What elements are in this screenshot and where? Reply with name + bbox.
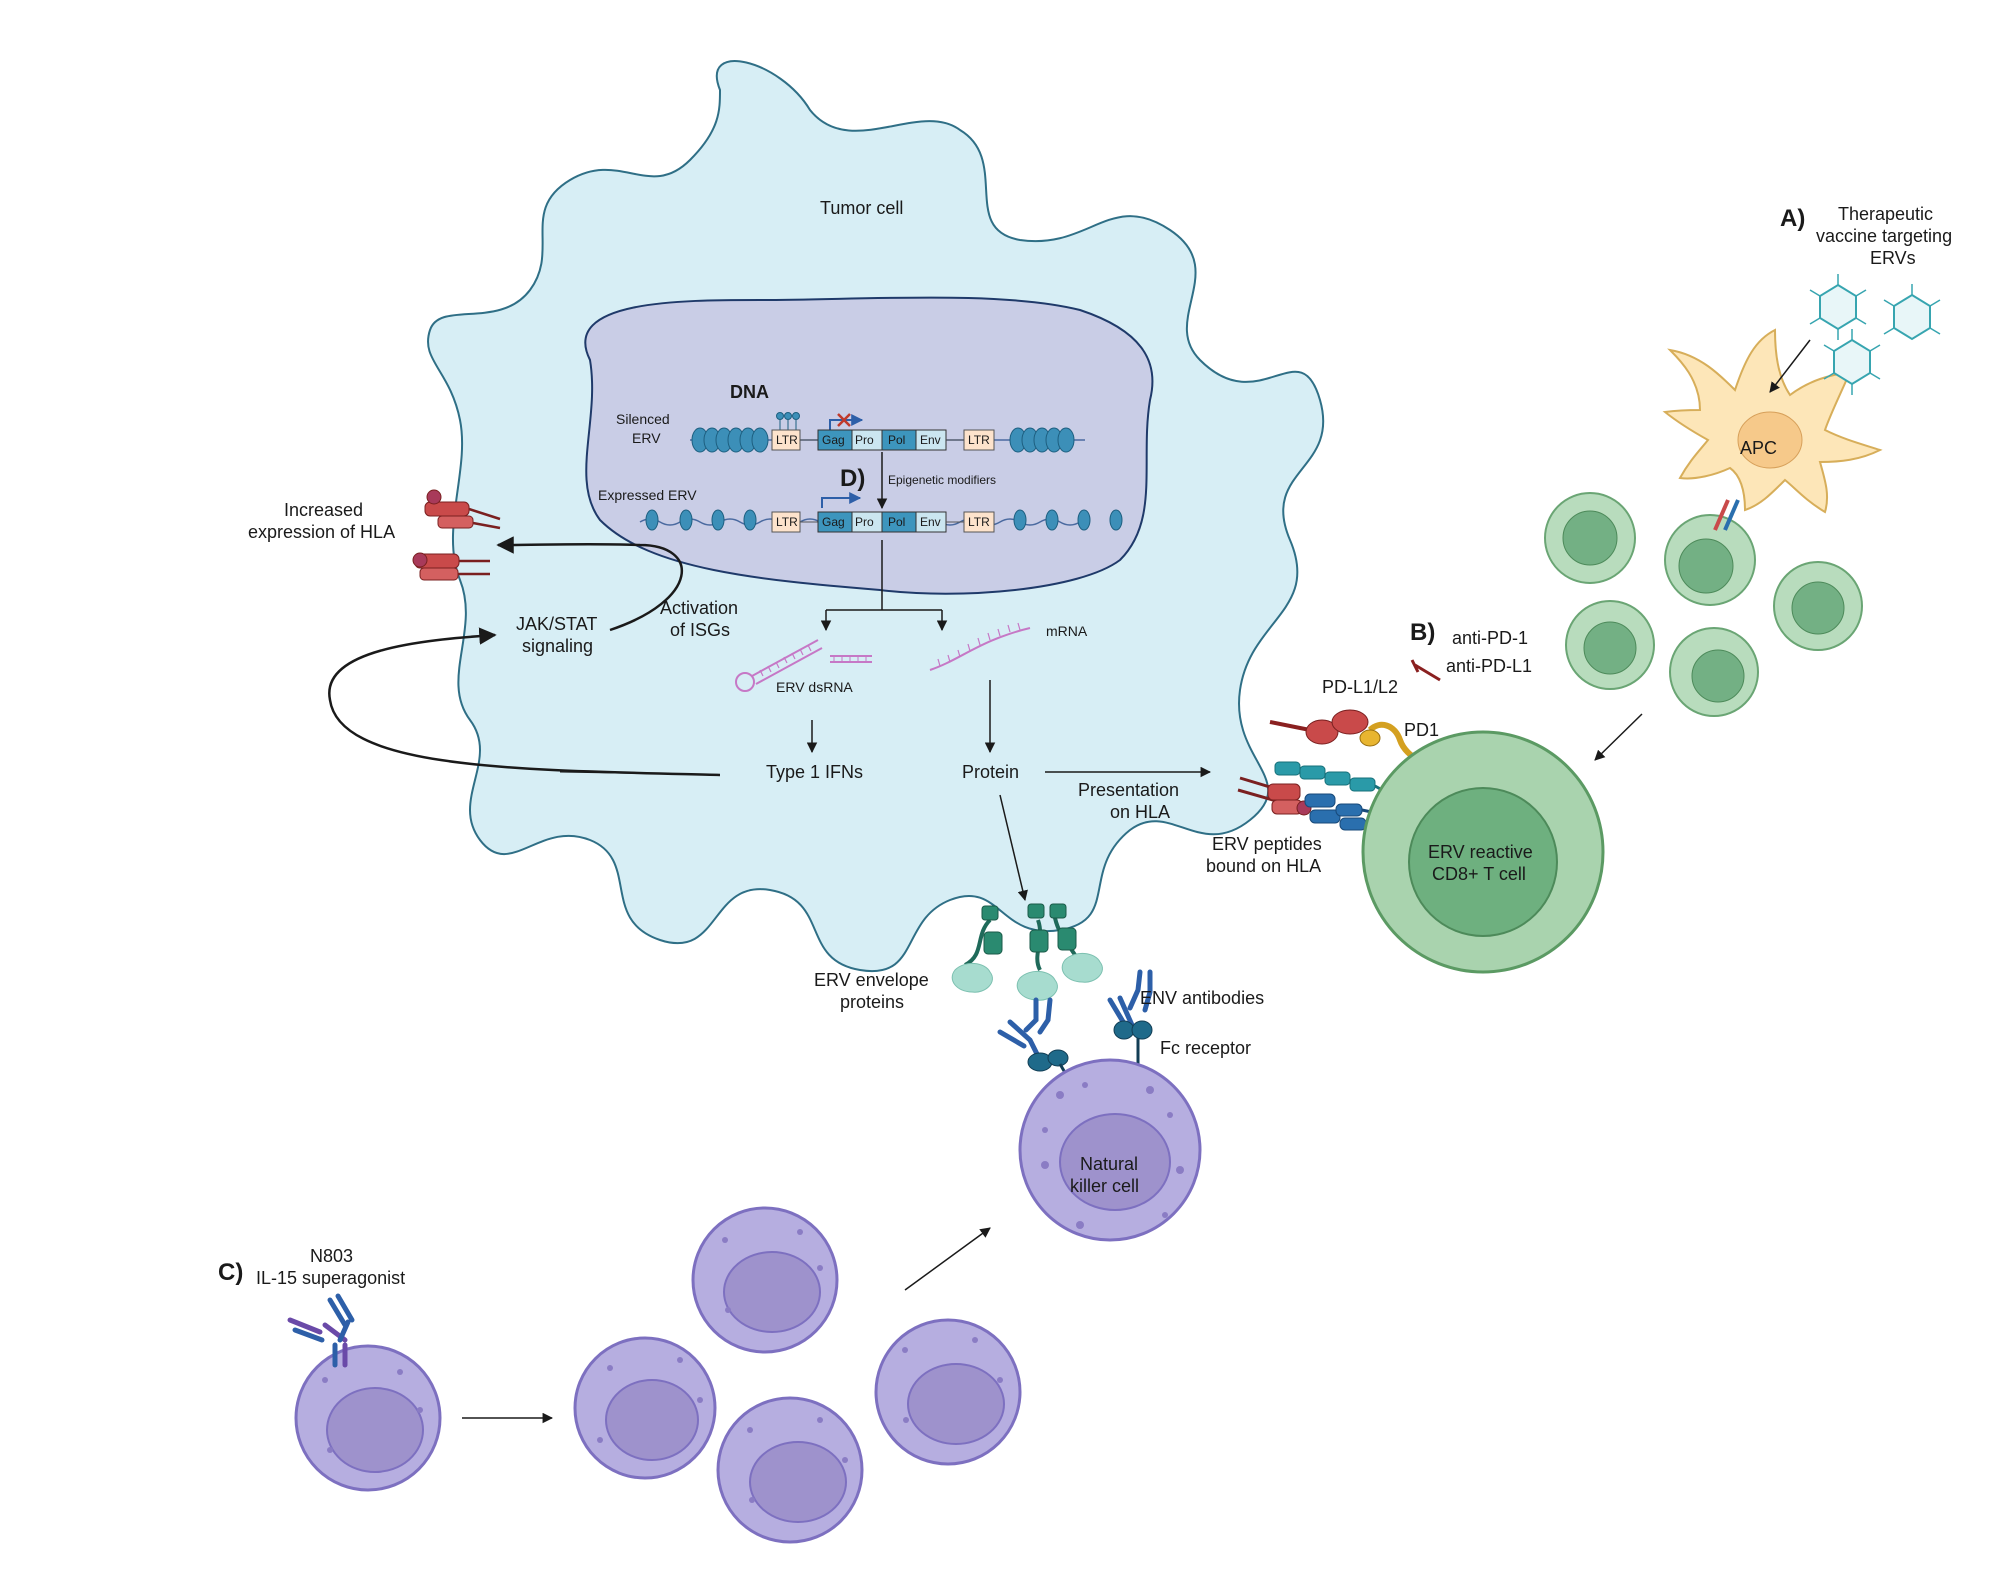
erv-peptides-label-2: bound on HLA (1206, 856, 1321, 876)
jak-stat-label-1: JAK/STAT (516, 614, 597, 634)
presentation-label-1: Presentation (1078, 780, 1179, 800)
jak-stat-label-2: signaling (522, 636, 593, 656)
nk-expansion-arrow-2 (904, 1227, 991, 1291)
nk-label-2: killer cell (1070, 1176, 1139, 1196)
increased-hla-label-1: Increased (284, 500, 363, 520)
presentation-label-2: on HLA (1110, 802, 1170, 822)
n803-superagonist-icon (287, 1293, 355, 1368)
pol-silenced: Pol (888, 433, 905, 447)
silenced-gene-segments (771, 429, 995, 451)
mrna-label: mRNA (1046, 623, 1088, 639)
expressed-erv-label: Expressed ERV (598, 487, 697, 503)
panel-d-letter: D) (840, 465, 865, 492)
expressed-gene-segments (771, 511, 995, 533)
increased-hla-label-2: expression of HLA (248, 522, 395, 542)
vaccine-spikes-icon (1809, 274, 1941, 395)
nk-cell-progenitor (294, 1344, 442, 1492)
pro-silenced: Pro (855, 433, 874, 447)
apc-cell (1662, 328, 1883, 531)
vaccine-label-1: Therapeutic (1838, 204, 1933, 224)
pd-l1-molecule (1269, 709, 1369, 745)
expressed-erv-dna (639, 492, 1123, 531)
envelope-antigen-blobs (951, 953, 1103, 1001)
env-silenced: Env (920, 433, 941, 447)
vaccine-particles-icon (1819, 283, 1931, 386)
natural-killer-cell (1018, 1058, 1202, 1242)
ltr-left-silenced: LTR (776, 433, 798, 447)
protein-label: Protein (962, 762, 1019, 782)
gag-expressed: Gag (822, 515, 845, 529)
panel-b-letter: B) (1410, 619, 1435, 646)
ltr-right-expressed: LTR (968, 515, 990, 529)
vaccine-label-2: vaccine targeting (1816, 226, 1952, 246)
vaccine-to-apc-arrow (1769, 339, 1811, 393)
dna-label: DNA (730, 382, 769, 402)
silenced-erv-label-2: ERV (632, 430, 661, 446)
anti-pdl1-label: anti-PD-L1 (1446, 656, 1532, 676)
pd1-label: PD1 (1404, 720, 1439, 740)
erv-envelope-label-2: proteins (840, 992, 904, 1012)
silenced-erv-dna (690, 412, 1085, 453)
protein-to-envelope-arrow (999, 794, 1028, 902)
tumor-cell-label: Tumor cell (820, 198, 903, 218)
epigenetic-modifiers-label: Epigenetic modifiers (888, 473, 996, 487)
t-cell-label-1: ERV reactive (1428, 842, 1533, 862)
jak-stat-to-hla-arrow (496, 536, 683, 632)
erv-envelope-proteins (963, 903, 1082, 971)
cd8-t-cell-nucleus (1408, 787, 1558, 937)
nk-cell-expanded-group (573, 1206, 1022, 1544)
hla-molecule-left-bottom (412, 552, 490, 581)
ifn-feedback-loop (328, 627, 721, 777)
erv-dsrna-label: ERV dsRNA (776, 679, 853, 695)
ltr-right-silenced: LTR (968, 433, 990, 447)
erv-dsrna-icon (735, 639, 872, 692)
panel-a-letter: A) (1780, 205, 1805, 232)
ltr-left-expressed: LTR (776, 515, 798, 529)
pro-expressed: Pro (855, 515, 874, 529)
n803-label-2: IL-15 superagonist (256, 1268, 405, 1288)
env-expressed: Env (920, 515, 941, 529)
silenced-erv-label-1: Silenced (616, 411, 670, 427)
erv-envelope-label-1: ERV envelope (814, 970, 929, 990)
env-antibodies-label: ENV antibodies (1140, 988, 1264, 1008)
transcription-branch-arrows (820, 540, 948, 632)
ifn-line-thin (559, 771, 721, 776)
fc-receptor-label: Fc receptor (1160, 1038, 1251, 1058)
vaccine-label-3: ERVs (1870, 248, 1916, 268)
activation-isgs-label-1: Activation (660, 598, 738, 618)
anti-pd1-label: anti-PD-1 (1452, 628, 1528, 648)
t-cell-cluster (1544, 492, 1863, 717)
activation-isgs-label-2: of ISGs (670, 620, 730, 640)
pol-expressed: Pol (888, 515, 905, 529)
anti-pd1-blocker-icon (1410, 659, 1441, 682)
gag-silenced: Gag (822, 433, 845, 447)
type1-ifns-label: Type 1 IFNs (766, 762, 863, 782)
apc-label: APC (1740, 438, 1777, 458)
t-cell-label-2: CD8+ T cell (1432, 864, 1526, 884)
hla-molecule-left-top (424, 489, 501, 530)
t-cell-expansion-arrow (1594, 713, 1643, 761)
n803-label-1: N803 (310, 1246, 353, 1266)
pd-l1-l2-label: PD-L1/L2 (1322, 677, 1398, 697)
mrna-icon (929, 622, 1031, 671)
erv-peptides-label-1: ERV peptides (1212, 834, 1322, 854)
panel-c-letter: C) (218, 1259, 243, 1286)
nk-label-1: Natural (1080, 1154, 1138, 1174)
